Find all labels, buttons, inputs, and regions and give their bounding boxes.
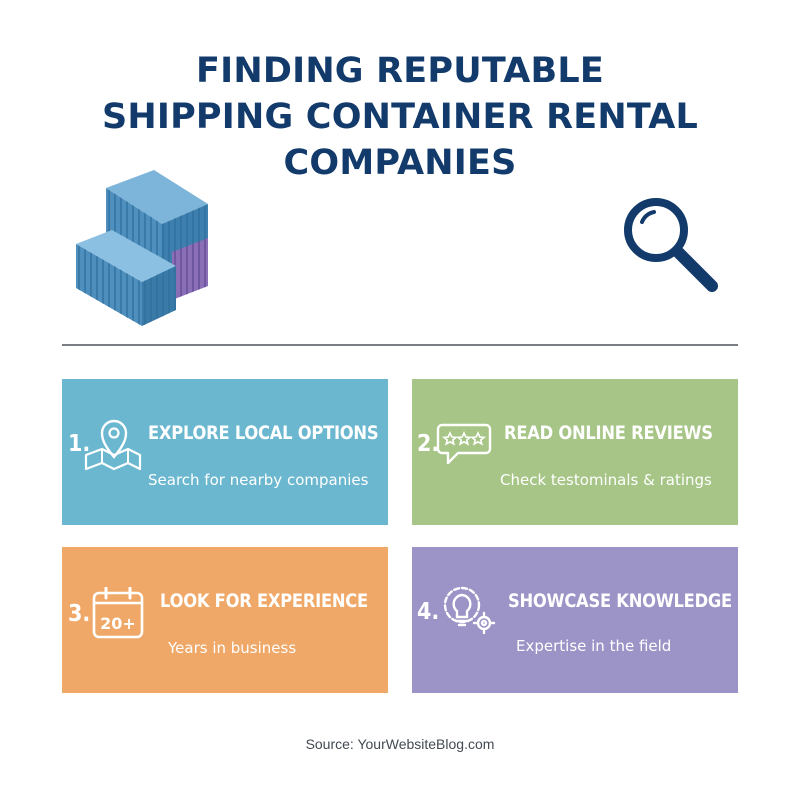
card-explore-local-options: 1. EXPLORE LOCAL OPTIONS Search for near… xyxy=(62,379,388,525)
calendar-icon: 20+ xyxy=(92,587,144,639)
title-line-3: COMPANIES xyxy=(283,143,517,183)
card-subtitle: Years in business xyxy=(168,639,297,657)
card-number: 2. xyxy=(417,431,440,457)
card-title: SHOWCASE KNOWLEDGE xyxy=(508,590,732,612)
divider xyxy=(62,344,738,346)
card-title: READ ONLINE REVIEWS xyxy=(504,422,713,444)
review-stars-icon xyxy=(436,423,492,465)
card-number: 4. xyxy=(417,599,440,625)
title-line-1: FINDING REPUTABLE xyxy=(196,51,604,91)
card-title: LOOK FOR EXPERIENCE xyxy=(160,590,368,612)
card-number: 1. xyxy=(68,431,91,457)
card-number: 3. xyxy=(68,601,91,627)
magnifying-glass-icon xyxy=(624,198,718,292)
lightbulb-gear-icon xyxy=(443,586,496,635)
source-credit: Source: YourWebsiteBlog.com xyxy=(305,736,495,752)
card-subtitle: Search for nearby companies xyxy=(148,471,369,489)
title-line-2: SHIPPING CONTAINER RENTAL xyxy=(101,97,699,137)
card-subtitle: Check testominals & ratings xyxy=(500,471,712,489)
card-look-for-experience: 3. 20+ LOOK FOR EXPERIENCE Years in busi… xyxy=(62,547,388,693)
card-subtitle: Expertise in the field xyxy=(516,637,672,655)
card-showcase-knowledge: 4. SHOWCASE KNOWLEDGE Expertise in the f… xyxy=(412,547,738,693)
card-title: EXPLORE LOCAL OPTIONS xyxy=(148,422,379,444)
card-read-online-reviews: 2. READ ONLINE REVIEWS Check testominals… xyxy=(412,379,738,525)
page-title: FINDING REPUTABLE SHIPPING CONTAINER REN… xyxy=(0,48,800,186)
calendar-years-text: 20+ xyxy=(100,614,136,633)
map-pin-icon xyxy=(84,419,142,471)
shipping-containers-icon xyxy=(76,170,208,326)
